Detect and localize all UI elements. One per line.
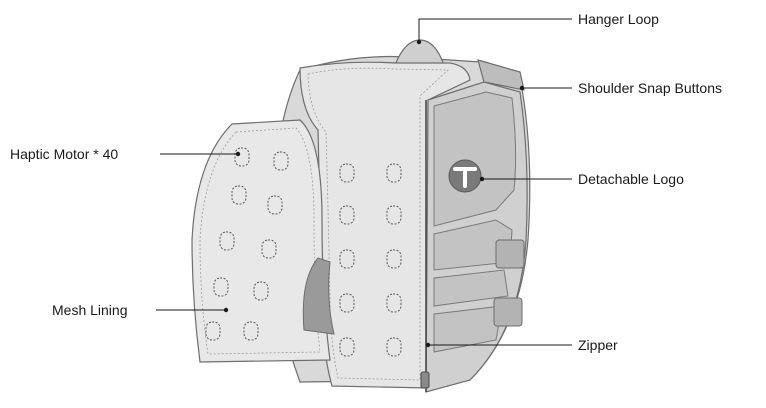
label-shoulder-snap-buttons: Shoulder Snap Buttons xyxy=(578,80,722,96)
label-mesh-lining: Mesh Lining xyxy=(52,302,128,318)
label-haptic-motor: Haptic Motor * 40 xyxy=(10,146,118,162)
label-detachable-logo: Detachable Logo xyxy=(578,171,684,187)
t-logo-icon xyxy=(449,160,481,192)
zipper-pull xyxy=(421,372,429,388)
label-hanger-loop: Hanger Loop xyxy=(578,11,659,27)
label-zipper: Zipper xyxy=(578,337,618,353)
leader-hanger xyxy=(419,19,572,42)
side-buckle-top xyxy=(496,240,524,268)
side-buckle-bottom xyxy=(494,298,522,326)
